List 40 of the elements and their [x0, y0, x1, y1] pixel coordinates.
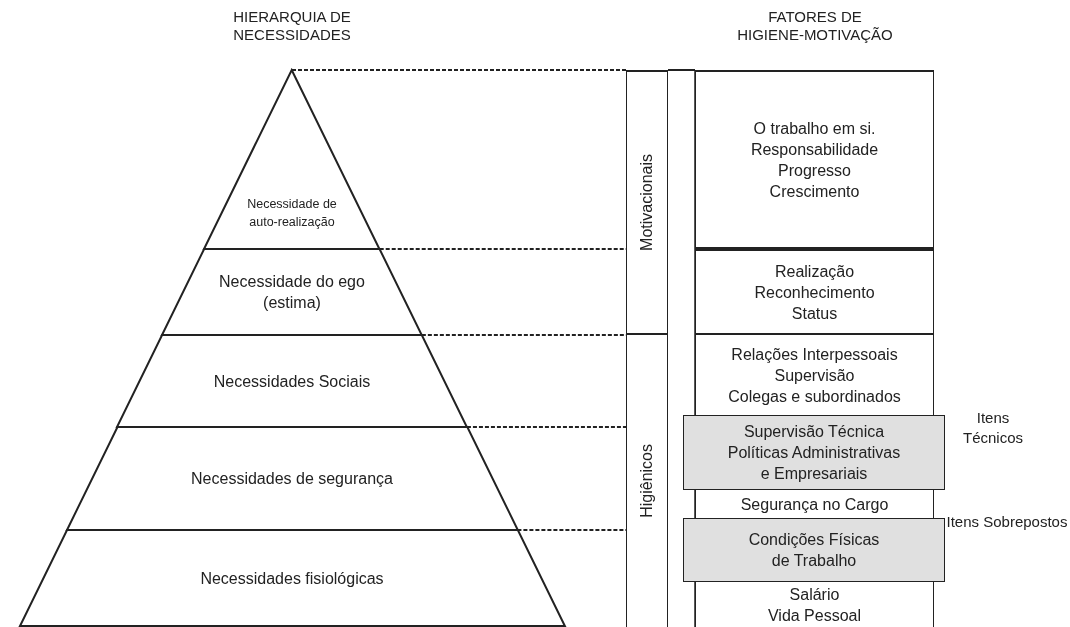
group-note: Itens Técnicos	[962, 408, 1024, 448]
factor-text: Responsabilidade	[749, 139, 880, 160]
factor-box	[695, 490, 934, 518]
category-label: Motivacionais	[637, 154, 656, 251]
factor-text: Supervisão	[773, 365, 856, 386]
dashed-connector	[516, 529, 627, 531]
factor-text: Crescimento	[768, 181, 861, 202]
column-heading: HIERARQUIA DE NECESSIDADES	[232, 8, 352, 44]
factor-text: Relações Interpessoais	[730, 344, 899, 365]
column-heading: FATORES DE HIGIENE-MOTIVAÇÃO	[736, 8, 894, 44]
need-label: Necessidade do ego (estima)	[218, 272, 366, 313]
factor-text: Colegas e subordinados	[727, 386, 902, 407]
factor-box	[683, 518, 945, 582]
factor-box	[683, 415, 945, 490]
category-band	[626, 70, 668, 335]
need-label: Necessidades Sociais	[213, 371, 371, 392]
factor-text: Progresso	[777, 160, 852, 181]
need-label: Necessidades de segurança	[191, 469, 393, 489]
category-label: Higiênicos	[637, 444, 656, 518]
factor-text: Salário	[788, 584, 841, 605]
factor-text: Realização	[773, 261, 856, 282]
factor-box	[695, 70, 934, 249]
factor-box	[695, 335, 934, 415]
factor-text: Segurança no Cargo	[739, 494, 890, 515]
factor-text: Condições Físicas de Trabalho	[747, 530, 881, 571]
factor-text: Reconhecimento	[753, 282, 876, 303]
factor-text: Vida Pessoal	[766, 605, 863, 626]
factor-text: O trabalho em si.	[752, 118, 877, 139]
dashed-connector	[465, 426, 627, 428]
need-label: Necessidades fisiológicas	[200, 568, 384, 589]
dashed-connector	[420, 334, 627, 336]
category-band	[626, 335, 668, 627]
factor-box	[695, 582, 934, 627]
need-label: Necessidade de auto-realização	[246, 196, 338, 231]
factor-box	[695, 249, 934, 335]
factor-text: Supervisão Técnica	[742, 422, 886, 442]
group-note: Itens Sobrepostos	[946, 512, 1068, 532]
factor-text: Status	[790, 303, 839, 324]
factor-text: Políticas Administrativas e Empresariais	[726, 443, 902, 484]
dashed-connector	[291, 69, 627, 71]
